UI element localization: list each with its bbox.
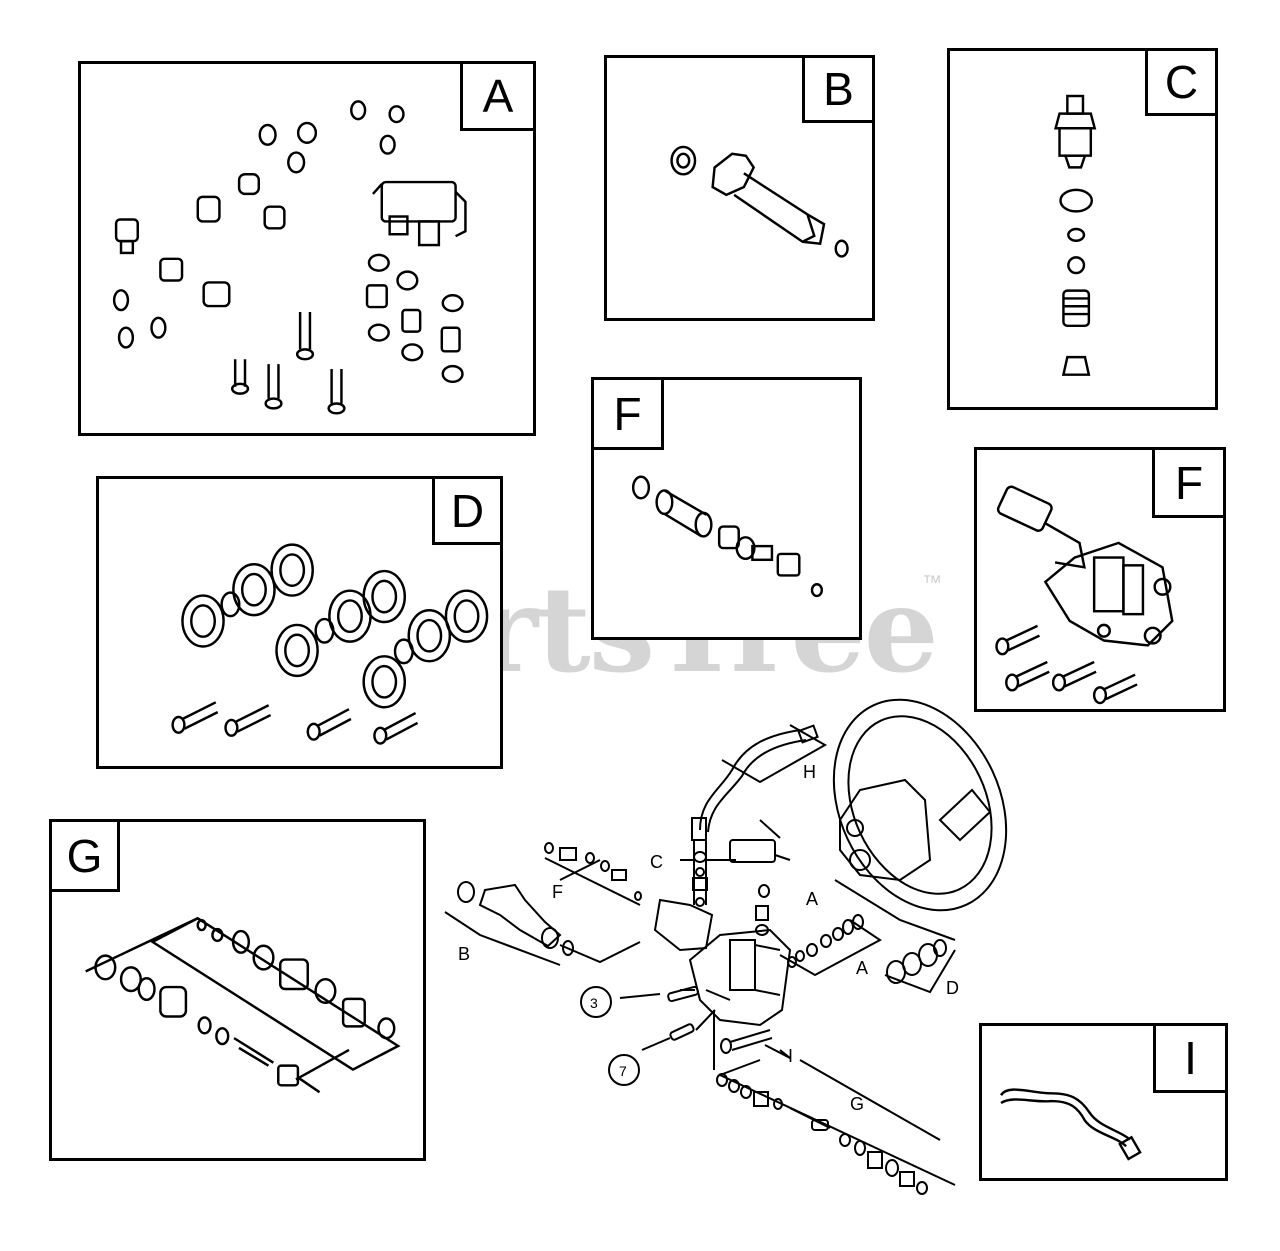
callout-f: F — [552, 882, 563, 902]
panel-f-center[interactable]: F — [591, 377, 862, 640]
panel-c-drawing — [1054, 94, 1097, 376]
panel-i-drawing — [1000, 1088, 1142, 1161]
panel-c[interactable]: C — [947, 48, 1218, 410]
panel-f-right-tag: F — [1152, 447, 1226, 518]
callout-a-top: A — [806, 889, 818, 909]
panel-g[interactable]: G — [49, 819, 426, 1161]
panel-a[interactable]: A — [78, 61, 536, 436]
callout-d: D — [946, 978, 959, 998]
panel-f-center-drawing — [631, 475, 823, 598]
panel-g-tag: G — [49, 819, 120, 892]
callout-b: B — [458, 944, 470, 964]
panel-f-center-tag: F — [591, 377, 664, 450]
callout-i: I — [788, 1046, 793, 1066]
panel-f-right[interactable]: F — [974, 447, 1226, 712]
callout-g: G — [850, 1094, 864, 1114]
panel-i-tag: I — [1153, 1023, 1228, 1093]
panel-d-tag: D — [432, 476, 503, 545]
callout-c: C — [650, 852, 663, 872]
panel-a-drawing — [112, 100, 467, 415]
panel-g-drawing — [85, 916, 401, 1094]
panel-c-tag: C — [1145, 48, 1218, 116]
callout-number-7: 7 — [619, 1063, 627, 1079]
panel-d[interactable]: D — [96, 476, 503, 769]
panel-f-right-drawing — [995, 485, 1174, 705]
panel-i[interactable]: I — [979, 1023, 1228, 1181]
panel-d-drawing — [171, 543, 489, 745]
panel-b-tag: B — [802, 55, 875, 123]
callout-a-side: A — [856, 958, 868, 978]
panel-b-drawing — [670, 145, 849, 258]
panel-a-tag: A — [460, 61, 536, 131]
callout-h: H — [803, 762, 816, 782]
callout-number-3: 3 — [590, 995, 598, 1011]
watermark-trademark: ™ — [922, 572, 942, 594]
panel-b[interactable]: B — [604, 55, 875, 321]
